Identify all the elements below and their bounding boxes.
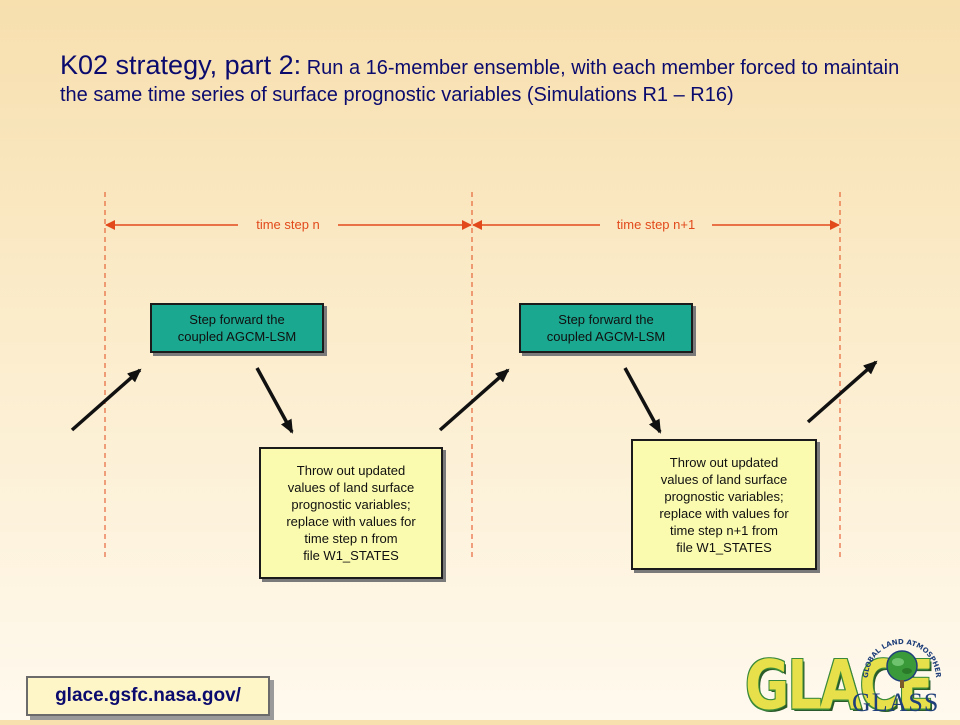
throw-out-box-2: Throw out updated values of land surface… [631, 439, 817, 570]
flow-arrow-in-2 [438, 368, 510, 432]
glass-logo-emblem: GLOBAL LAND ATMOSPHERE SYSTEM STUDY [846, 626, 942, 688]
throw-out-box-1: Throw out updated values of land surface… [259, 447, 443, 579]
flow-arrow-down-2 [623, 367, 662, 434]
title-rest: Run a 16-member ensemble, with each memb… [60, 57, 900, 106]
url-link[interactable]: glace.gsfc.nasa.gov/ [26, 676, 270, 716]
step-forward-box-1: Step forward the coupled AGCM-LSM [150, 303, 324, 353]
throw-out-text-2: Throw out updated values of land surface… [659, 454, 789, 555]
step-forward-text-1: Step forward the coupled AGCM-LSM [177, 312, 297, 344]
step-forward-text-2: Step forward the coupled AGCM-LSM [546, 312, 666, 344]
title-lead: K02 strategy, part 2: [60, 50, 302, 80]
flow-arrow-in-1 [70, 368, 142, 432]
flow-arrow-down-1 [255, 367, 294, 434]
globe-icon [886, 650, 918, 682]
url-text: glace.gsfc.nasa.gov/ [55, 685, 241, 706]
step-forward-box-2: Step forward the coupled AGCM-LSM [519, 303, 693, 353]
timestep-n1-label: time step n+1 [616, 217, 696, 232]
page-title: K02 strategy, part 2: Run a 16-member en… [60, 52, 920, 109]
throw-out-text-1: Throw out updated values of land surface… [286, 463, 416, 563]
flow-arrow-out [806, 360, 878, 424]
glass-logo-text: GLASS [852, 688, 940, 717]
timestep-n-label: time step n [256, 217, 320, 232]
